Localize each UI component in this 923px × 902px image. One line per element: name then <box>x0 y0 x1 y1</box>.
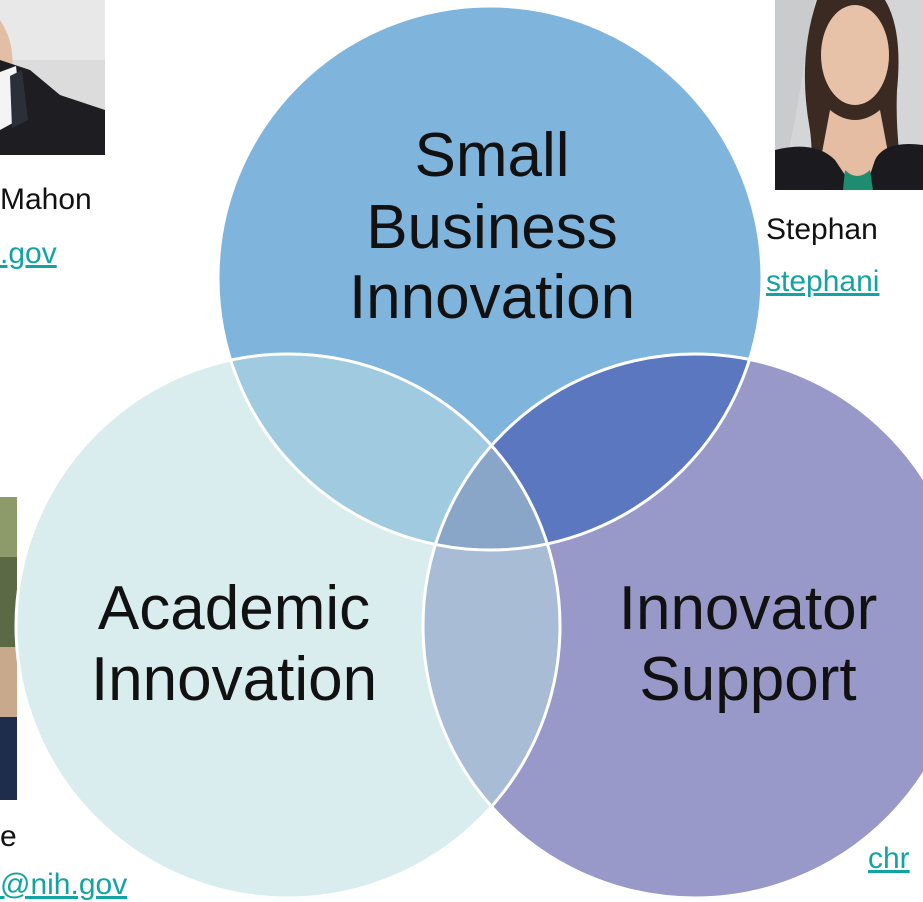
overlap-top-right <box>423 354 762 550</box>
contact-top-left-email[interactable]: .gov <box>0 237 57 270</box>
left-circle-label-line2: Innovation <box>91 645 377 714</box>
contact-top-left-name: Mahon <box>0 183 92 216</box>
contact-top-right-email[interactable]: stephani <box>766 265 880 298</box>
left-circle-label-line1: Academic <box>98 574 370 643</box>
right-circle-label-line2: Support <box>639 645 856 714</box>
photo-top-right <box>775 0 923 190</box>
top-circle-label-line3: Innovation <box>349 263 635 332</box>
contact-bottom-left-name: e <box>0 820 17 853</box>
top-circle-label-line1: Small <box>414 121 569 190</box>
top-circle-label-line2: Business <box>366 193 618 262</box>
overlap-top-left <box>218 354 560 550</box>
photo-bottom-left <box>0 497 17 800</box>
contact-top-right-name: Stephan <box>766 213 878 246</box>
contact-bottom-left-email[interactable]: @nih.gov <box>0 868 128 901</box>
right-circle-label-line1: Innovator <box>619 574 878 643</box>
contact-bottom-right-email[interactable]: chr <box>868 842 910 875</box>
photo-top-left <box>0 0 105 155</box>
